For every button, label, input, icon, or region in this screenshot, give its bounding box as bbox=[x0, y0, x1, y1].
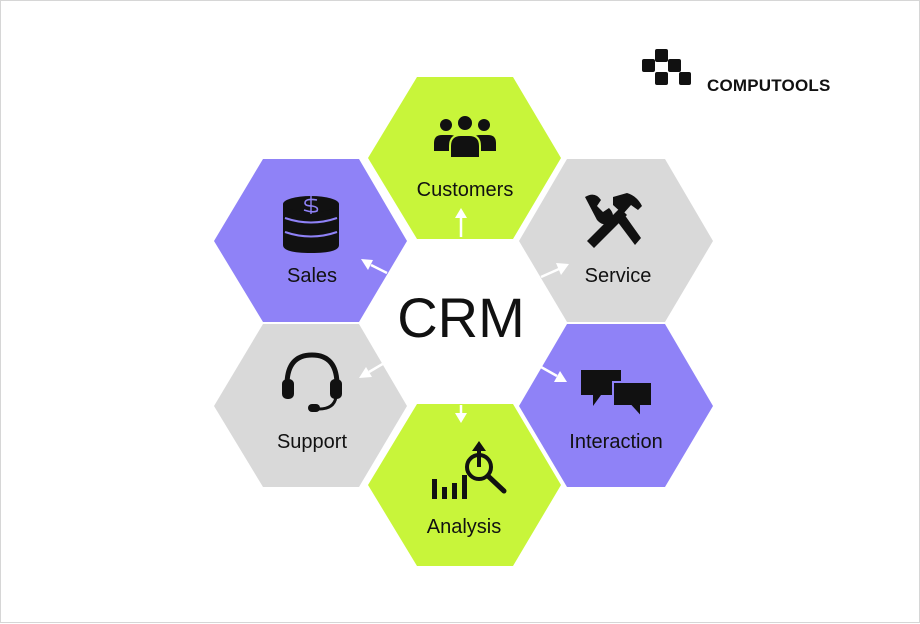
chart-magnifier-icon bbox=[432, 441, 507, 499]
label-sales: Sales bbox=[287, 265, 337, 287]
label-support: Support bbox=[277, 431, 347, 453]
chat-bubbles-icon bbox=[581, 370, 653, 420]
label-customers: Customers bbox=[417, 179, 514, 201]
computools-logo-icon bbox=[642, 49, 691, 85]
group-of-people-icon bbox=[434, 114, 496, 159]
hexagon-service bbox=[519, 159, 713, 322]
arrow-to-interaction bbox=[540, 365, 567, 382]
wrench-hammer-icon bbox=[585, 193, 642, 248]
arrow-to-sales bbox=[361, 259, 388, 275]
arrow-to-analysis bbox=[455, 405, 467, 423]
center-crm-label: CRM bbox=[397, 286, 525, 349]
label-service: Service bbox=[585, 265, 652, 287]
label-interaction: Interaction bbox=[569, 431, 662, 453]
arrow-to-service bbox=[540, 263, 569, 279]
coin-stack-icon bbox=[283, 196, 339, 253]
connector-arrows bbox=[359, 208, 569, 423]
label-analysis: Analysis bbox=[427, 516, 501, 538]
arrow-to-support bbox=[359, 360, 387, 378]
headset-icon bbox=[282, 352, 342, 412]
arrow-to-customers bbox=[455, 208, 467, 237]
brand-name: COMPUTOOLS bbox=[707, 76, 831, 95]
